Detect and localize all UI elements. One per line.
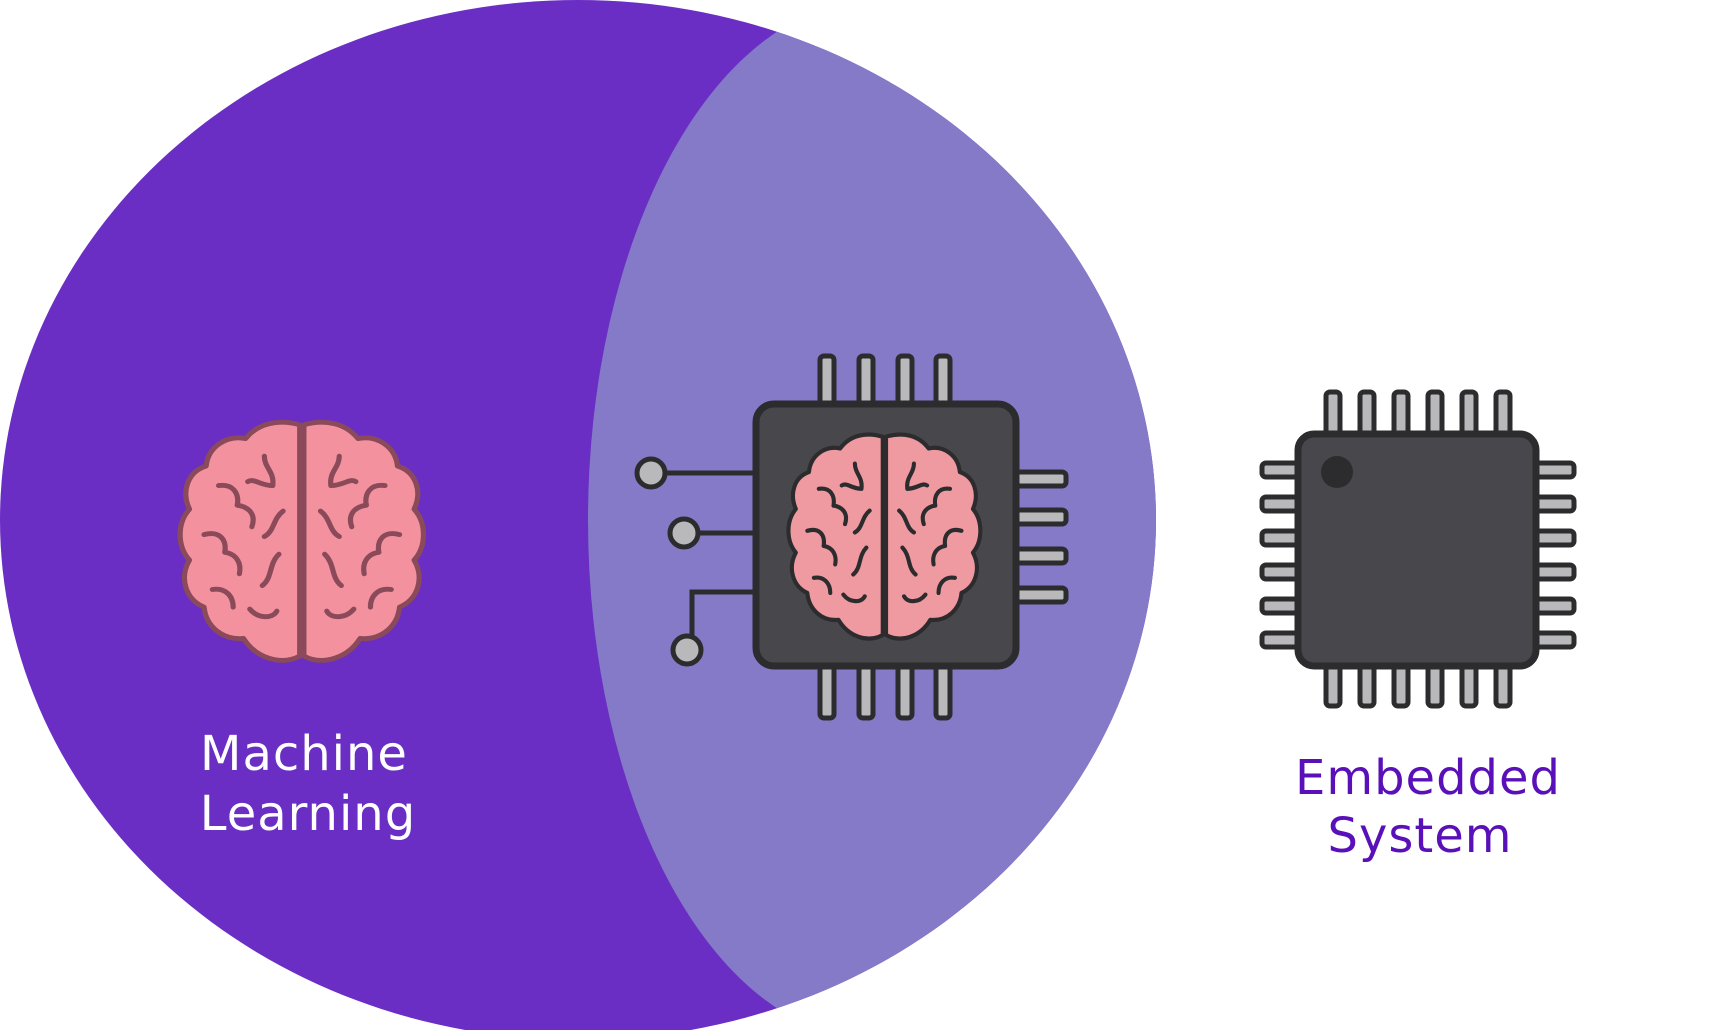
pin1-marker	[1321, 456, 1353, 488]
microchip-icon	[1259, 389, 1577, 709]
brain-icon	[180, 422, 424, 661]
machine-learning-label-line2: Learning	[200, 786, 416, 842]
embedded-system-label-line2: System	[1328, 808, 1513, 864]
ai-chip-icon	[634, 353, 1069, 721]
embedded-system-label-line1: Embedded	[1295, 750, 1561, 806]
chip-brain-icon	[788, 434, 981, 639]
machine-learning-label-line1: Machine	[200, 726, 408, 782]
